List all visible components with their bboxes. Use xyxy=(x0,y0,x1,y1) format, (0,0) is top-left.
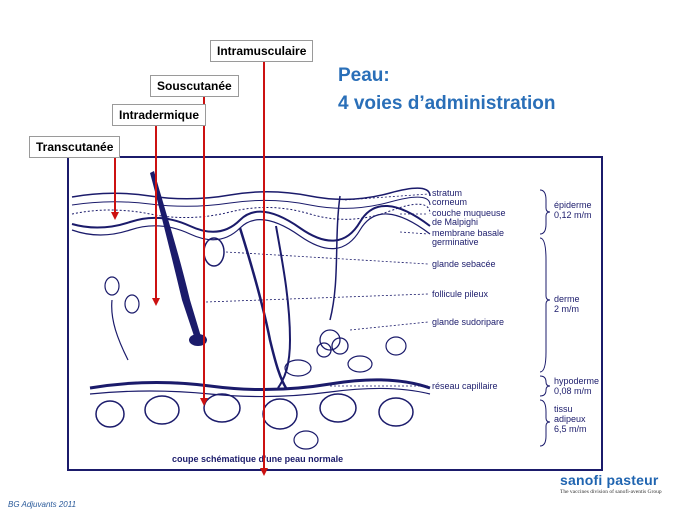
adipose-cell-5 xyxy=(378,397,414,427)
sanofi-pasteur-logo: sanofi pasteur The vaccines division of … xyxy=(560,472,680,495)
label-stratum: stratum xyxy=(432,188,462,198)
layer-hypoderme-size: 0,08 m/m xyxy=(554,386,592,396)
layer-tissu: tissu xyxy=(554,404,573,414)
adipose-cell-1 xyxy=(144,395,180,425)
hypodermis-cell-3 xyxy=(385,336,407,356)
basal-membrane-2 xyxy=(71,213,431,250)
adipose-cell-4 xyxy=(319,393,357,423)
leader-stratum xyxy=(344,193,429,201)
vessel-1 xyxy=(238,227,288,389)
label-membrane-basale: membrane basale xyxy=(432,228,504,238)
layer-derme-size: 2 m/m xyxy=(554,304,579,314)
leader-sebacee xyxy=(225,251,429,265)
layer-hypoderme: hypoderme xyxy=(554,376,599,386)
route-label-transcutanee: Transcutanée xyxy=(29,136,121,158)
route-label-intramusculaire: Intramusculaire xyxy=(210,40,314,62)
adipose-cell-6 xyxy=(95,400,125,428)
hair-bulb xyxy=(189,334,207,346)
slide-title: Peau: 4 voies d’administration xyxy=(338,62,556,118)
brand-name: sanofi pasteur xyxy=(560,472,659,488)
label-germinative: germinative xyxy=(432,237,479,247)
leader-membrane xyxy=(399,231,429,235)
label-corneum: corneum xyxy=(432,197,467,207)
hypodermis-cell-2 xyxy=(347,355,373,373)
title-line-1: Peau: xyxy=(338,65,390,86)
layer-adipeux-size: 6,5 m/m xyxy=(554,424,587,434)
label-de-malpighi: de Malpighi xyxy=(432,217,478,227)
sweat-duct xyxy=(329,195,341,321)
capillary-network xyxy=(89,378,431,392)
label-follicule-pileux: follicule pileux xyxy=(432,289,489,299)
nerve-ending-1 xyxy=(104,276,120,296)
epidermis-layer xyxy=(71,196,431,209)
brace-hypoderme xyxy=(539,375,551,397)
layer-epiderme-size: 0,12 m/m xyxy=(554,210,592,220)
epidermis-stippled xyxy=(71,203,431,220)
layer-adipeux: adipeux xyxy=(554,414,586,424)
label-reseau-capillaire: réseau capillaire xyxy=(432,381,498,391)
vessel-3 xyxy=(111,299,129,361)
epidermis-surface xyxy=(71,187,431,201)
nerve-ending-2 xyxy=(124,294,140,314)
title-line-2: 4 voies d’administration xyxy=(338,93,556,114)
route-label-intradermique: Intradermique xyxy=(112,104,207,126)
vessel-2 xyxy=(275,225,292,389)
diagram-caption: coupe schématique d'une peau normale xyxy=(172,454,343,464)
adipose-cell-2 xyxy=(203,393,241,423)
leader-follicule xyxy=(205,293,429,303)
capillary-network-2 xyxy=(89,387,431,398)
brace-tissu-adipeux xyxy=(539,399,551,447)
layer-derme: derme xyxy=(554,294,580,304)
brace-epiderme xyxy=(539,189,551,235)
label-couche-muqueuse: couche muqueuse xyxy=(432,208,506,218)
footer-credit: BG Adjuvants 2011 xyxy=(8,500,77,509)
sweat-gland-coil-2 xyxy=(331,337,349,355)
basal-membrane xyxy=(71,205,431,242)
layer-epiderme: épiderme xyxy=(554,200,592,210)
label-glande-sebacee: glande sebacée xyxy=(432,259,496,269)
brand-tagline: The vaccines division of sanofi-aventis … xyxy=(560,489,662,495)
route-label-souscutanee: Souscutanée xyxy=(150,75,239,97)
sweat-gland-coil-1 xyxy=(319,329,341,351)
hair-shaft xyxy=(150,171,202,342)
adipose-cell-7 xyxy=(293,430,319,450)
brace-derme xyxy=(539,237,551,373)
hypodermis-cell-1 xyxy=(284,359,312,377)
leader-sudoripare xyxy=(349,321,429,331)
label-glande-sudoripare: glande sudoripare xyxy=(432,317,504,327)
sweat-gland-coil-3 xyxy=(316,342,332,358)
